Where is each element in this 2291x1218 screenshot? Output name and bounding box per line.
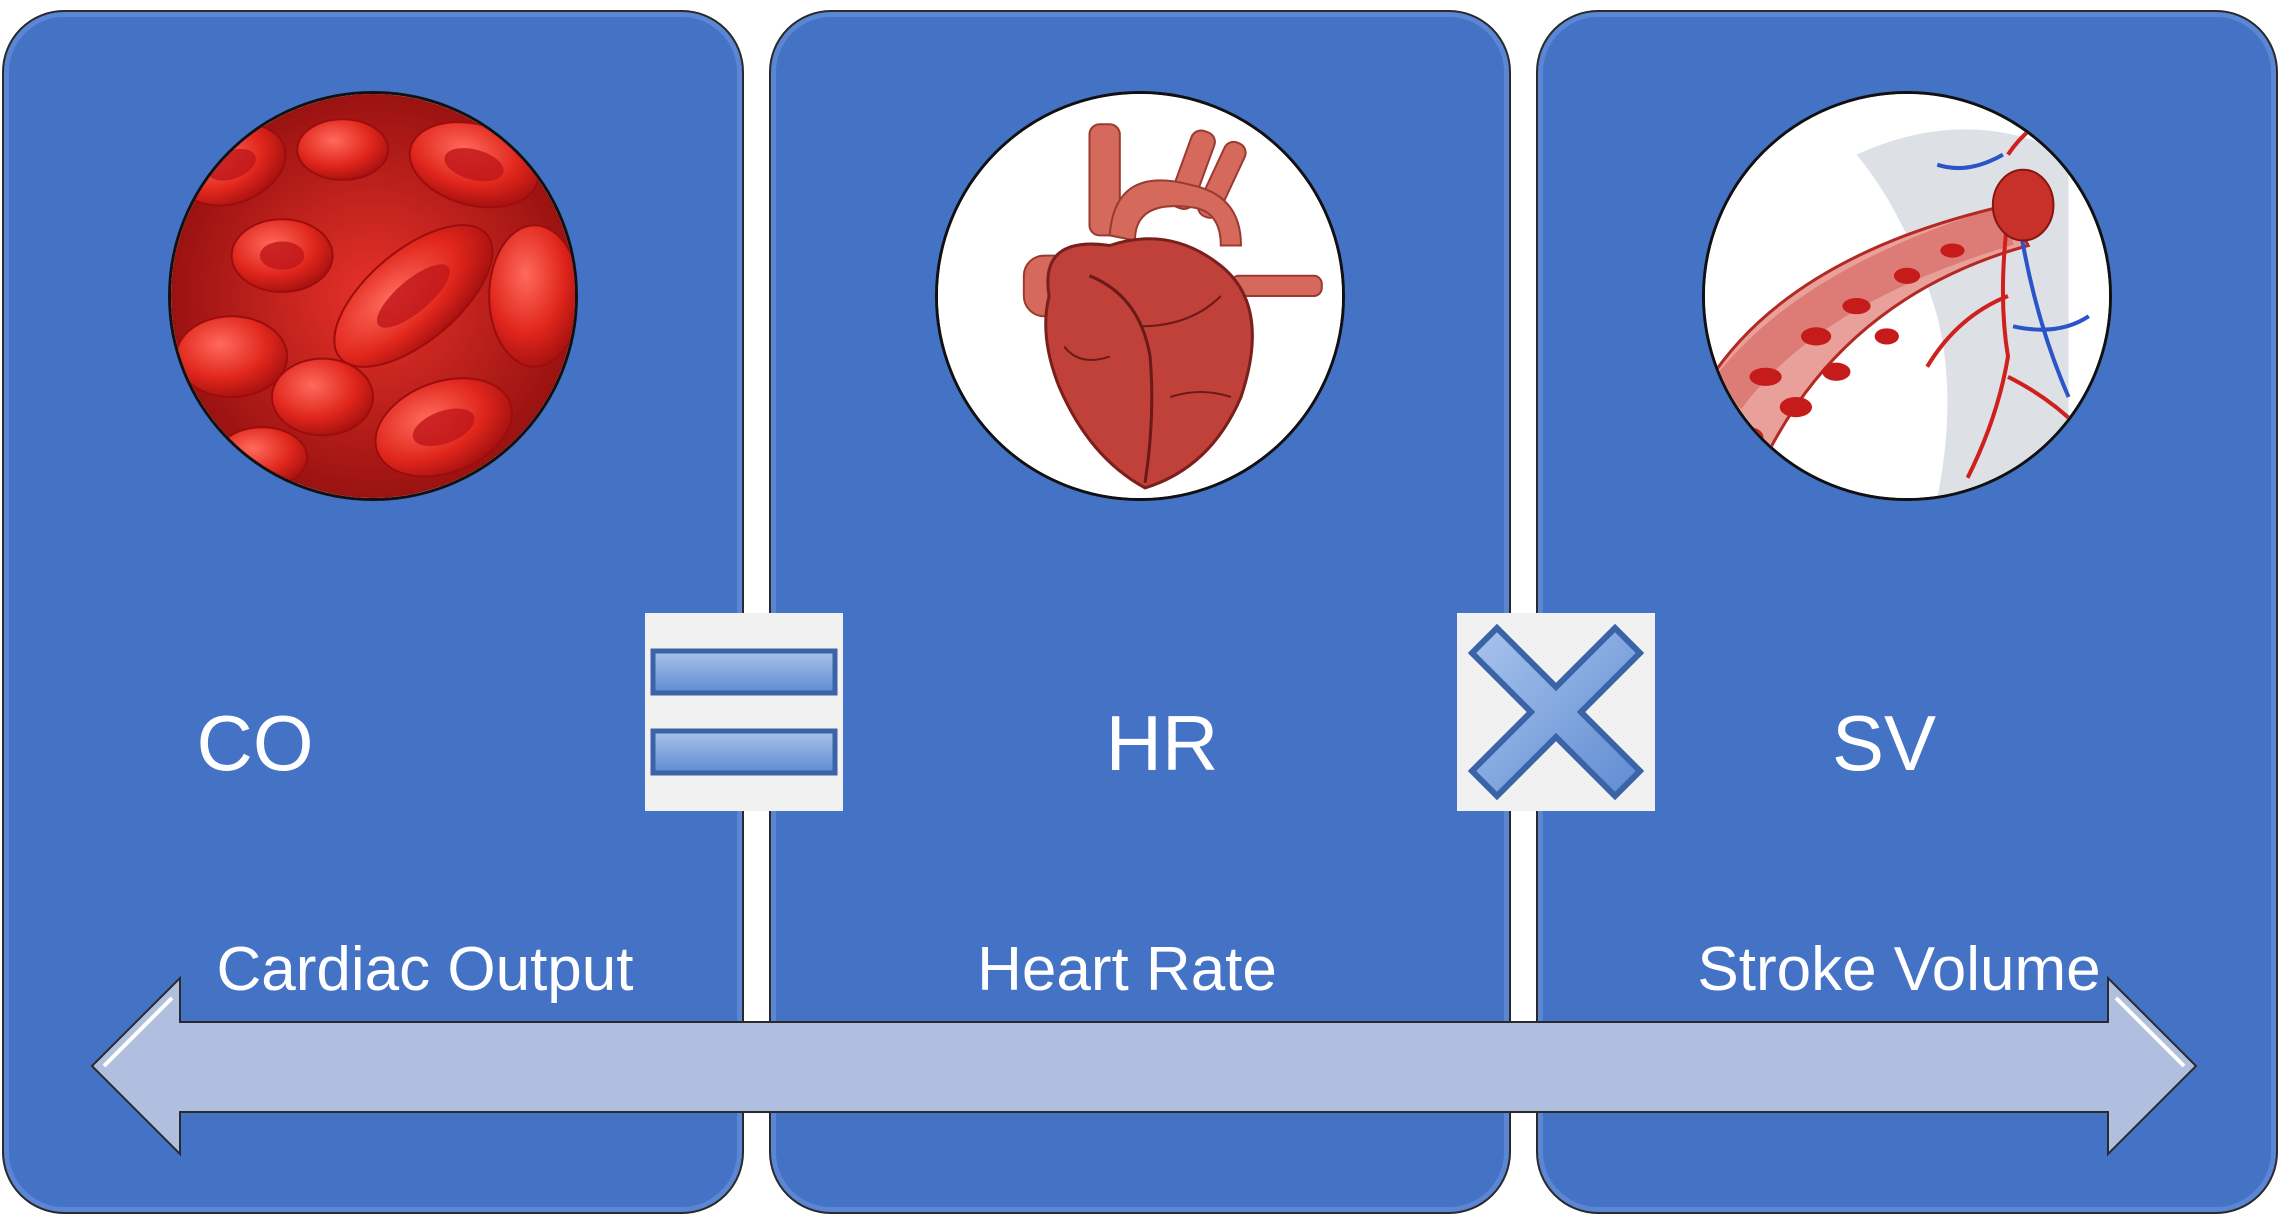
panel-heart-rate: HR Heart Rate [769, 10, 1511, 1214]
heart-icon [935, 91, 1345, 501]
panel-stroke-volume: SV Stroke Volume [1536, 10, 2278, 1214]
abbreviation-sv: SV [1831, 699, 1937, 787]
equals-icon [645, 613, 843, 811]
abbreviation-hr: HR [1105, 699, 1219, 787]
panel-cardiac-output: CO Cardiac Output [2, 10, 744, 1214]
label-heart-rate: Heart Rate [977, 935, 1277, 1004]
blood-vessel-icon [1702, 91, 2112, 501]
label-cardiac-output: Cardiac Output [216, 935, 634, 1004]
label-stroke-volume: Stroke Volume [1697, 935, 2101, 1004]
abbreviation-co: CO [196, 699, 314, 787]
multiply-icon [1457, 613, 1655, 811]
red-blood-cells-icon [168, 91, 578, 501]
